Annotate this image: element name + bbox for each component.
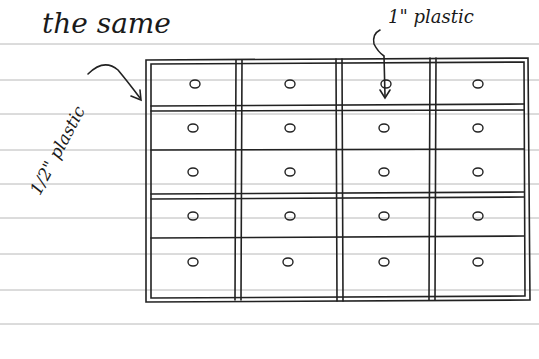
- dimension-label: 1" plastic: [388, 8, 474, 26]
- note-heading: the same: [42, 10, 171, 38]
